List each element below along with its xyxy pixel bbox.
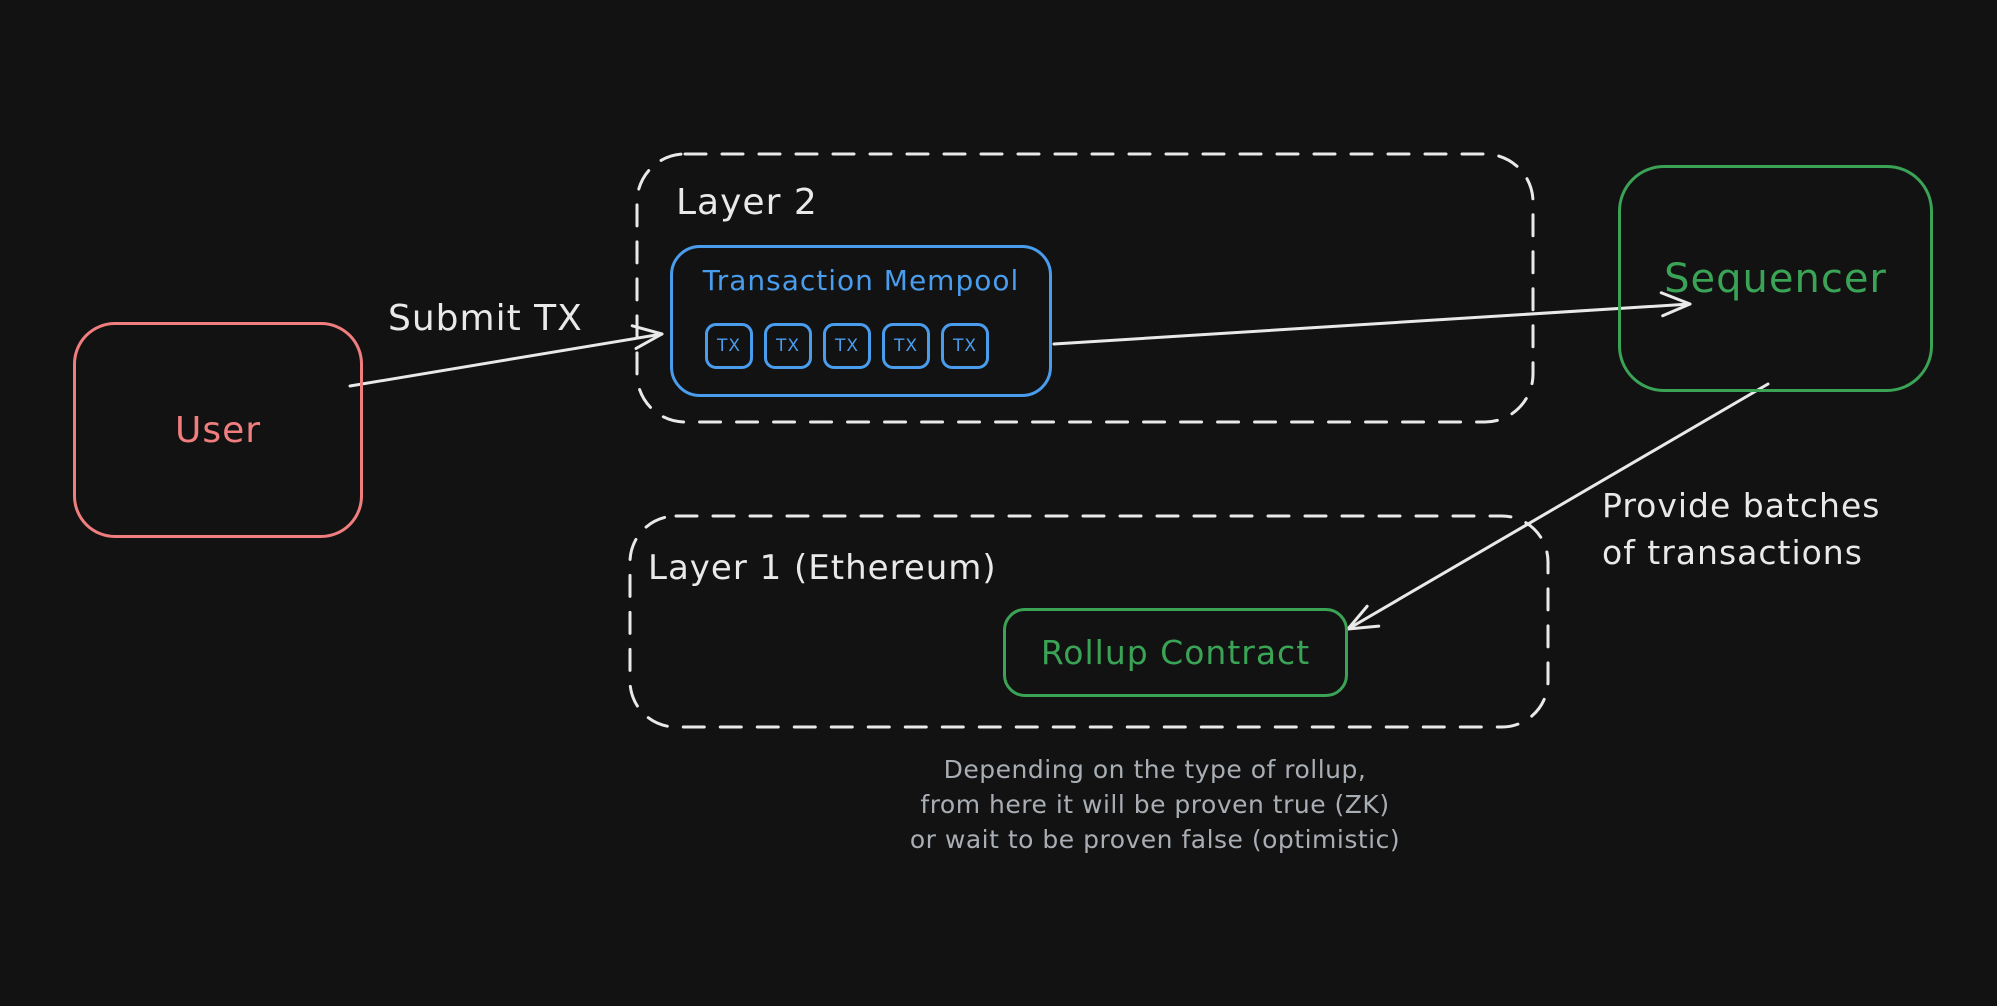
mempool-to-sequencer-arrow <box>1052 291 1692 346</box>
submit-tx-arrow <box>348 324 664 388</box>
user-node: User <box>73 322 363 538</box>
sequencer-to-rollup-arrow <box>1346 382 1770 631</box>
tx-chip-label: TX <box>716 336 742 356</box>
tx-chip-label: TX <box>775 336 801 356</box>
sequencer-label: Sequencer <box>1664 255 1887 302</box>
provide-batches-line: of transactions <box>1602 533 1863 572</box>
submit-tx-label: Submit TX <box>388 298 583 339</box>
layer2-boundary <box>635 152 1535 424</box>
caption-line: Depending on the type of rollup, <box>943 755 1367 784</box>
tx-chip: TX <box>764 323 812 369</box>
layer2-label: Layer 2 <box>676 182 818 223</box>
sequencer-node: Sequencer <box>1618 165 1933 392</box>
caption-text: Depending on the type of rollup, from he… <box>905 752 1405 857</box>
rollup-contract-label: Rollup Contract <box>1040 633 1311 672</box>
user-label: User <box>174 409 262 451</box>
tx-chip-label: TX <box>834 336 860 356</box>
tx-chip: TX <box>941 323 989 369</box>
provide-batches-label: Provide batches of transactions <box>1602 482 1880 576</box>
rollup-contract-node: Rollup Contract <box>1003 608 1348 697</box>
tx-chip: TX <box>882 323 930 369</box>
tx-chip: TX <box>705 323 753 369</box>
tx-chip-label: TX <box>893 336 919 356</box>
transaction-mempool-node: Transaction Mempool TX TX TX TX TX <box>670 245 1052 397</box>
caption-line: or wait to be proven false (optimistic) <box>909 825 1401 854</box>
provide-batches-line: Provide batches <box>1602 486 1881 525</box>
tx-chip-label: TX <box>952 336 978 356</box>
tx-chip: TX <box>823 323 871 369</box>
caption-line: from here it will be proven true (ZK) <box>920 790 1390 819</box>
layer1-boundary <box>628 514 1550 729</box>
mempool-title: Transaction Mempool <box>702 264 1020 297</box>
layer1-label: Layer 1 (Ethereum) <box>648 548 997 588</box>
tx-row: TX TX TX TX TX <box>705 323 989 369</box>
